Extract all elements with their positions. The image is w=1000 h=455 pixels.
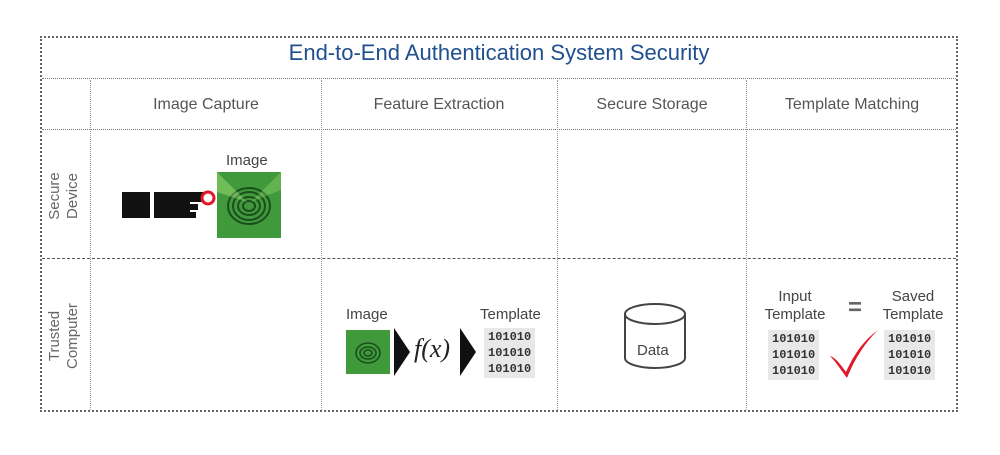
capture-device-icon [122, 190, 216, 218]
fingerprint-thumbnail-icon [346, 330, 390, 374]
column-header-secure-storage: Secure Storage [596, 96, 708, 113]
diagram-title: End-to-End Authentication System Securit… [288, 40, 710, 65]
fingerprint-image-icon [217, 172, 281, 238]
input-template-bits: 101010 101010 101010 [768, 330, 820, 380]
header-divider [42, 129, 956, 130]
checkmark-icon [830, 330, 878, 378]
extraction-image-label: Image [346, 306, 388, 323]
col-divider-4 [746, 80, 747, 410]
col-divider-2 [321, 80, 322, 410]
database-icon [624, 303, 686, 369]
col-divider-1 [90, 80, 91, 410]
col-divider-3 [557, 80, 558, 410]
arrow-right-icon-2 [460, 328, 476, 376]
data-label: Data [637, 342, 669, 359]
column-header-image-capture: Image Capture [153, 96, 259, 113]
capture-image-label: Image [226, 152, 268, 169]
arrow-right-icon [394, 328, 410, 376]
extracted-template-bits: 101010 101010 101010 [484, 328, 536, 378]
diagram-frame [40, 36, 958, 412]
row-divider [42, 258, 956, 259]
title-divider [42, 78, 956, 79]
extraction-template-label: Template [480, 306, 541, 323]
saved-template-bits: 101010 101010 101010 [884, 330, 936, 380]
column-header-feature-extraction: Feature Extraction [373, 96, 505, 113]
function-label: f(x) [414, 334, 451, 363]
column-header-template-matching: Template Matching [784, 96, 920, 113]
equals-sign: = [848, 294, 863, 321]
